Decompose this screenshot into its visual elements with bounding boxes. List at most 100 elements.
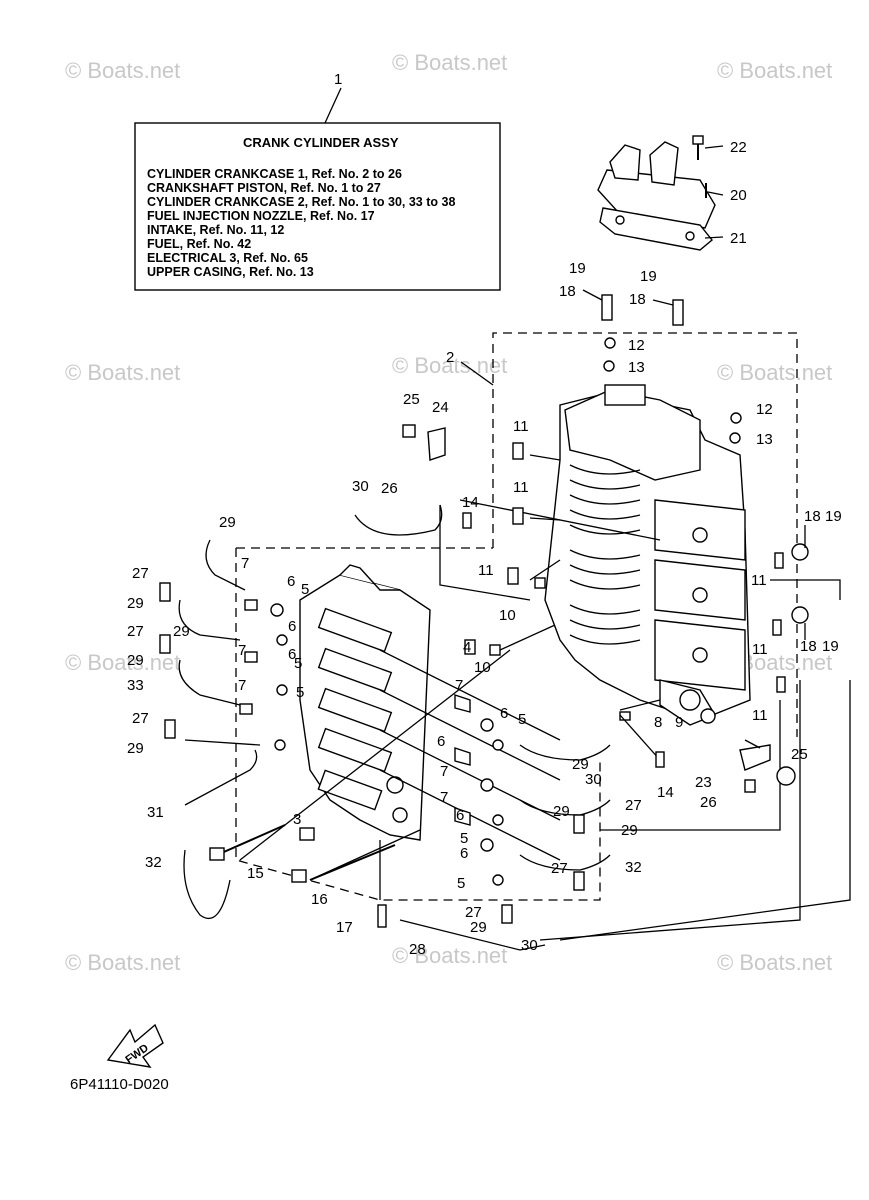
callout-label: 21: [730, 230, 747, 247]
callout-label: 6: [288, 618, 296, 635]
callout-label: 11: [752, 641, 768, 658]
callout-label: 4: [463, 639, 471, 656]
callout-label: 24: [432, 399, 449, 416]
assembly-box-line: CYLINDER CRANKCASE 1, Ref. No. 2 to 26: [147, 167, 402, 181]
callout-label: 5: [518, 711, 526, 728]
callout-label: 29: [621, 822, 638, 839]
callout-label: 32: [145, 854, 162, 871]
callout-label: 13: [628, 359, 645, 376]
callout-label: 19: [822, 638, 839, 655]
callout-label: 5: [294, 655, 302, 672]
assembly-box-line: FUEL INJECTION NOZZLE, Ref. No. 17: [147, 209, 375, 223]
callout-label: 23: [695, 774, 712, 791]
callout-label: 29: [470, 919, 487, 936]
callout-label: 31: [147, 804, 164, 821]
callout-label: 11: [752, 707, 768, 724]
callout-label: 9: [675, 714, 683, 731]
watermark: © Boats.net: [717, 360, 832, 385]
callout-label: 27: [551, 860, 568, 877]
crankcase-half: [299, 564, 431, 841]
assembly-box-line: CRANKSHAFT PISTON, Ref. No. 1 to 27: [147, 181, 381, 195]
callout-label: 29: [127, 595, 144, 612]
callout-label: 30: [585, 771, 602, 788]
group-outlines: [235, 332, 798, 901]
callout-label: 6: [288, 646, 296, 663]
callout-label: 7: [455, 677, 463, 694]
watermark-layer: © Boats.net © Boats.net © Boats.net © Bo…: [65, 50, 832, 975]
callout-label: 33: [127, 677, 144, 694]
watermark: © Boats.net: [65, 650, 180, 675]
callout-label: 19: [825, 508, 842, 525]
callout-label: 11: [513, 418, 529, 435]
callout-label: 28: [409, 941, 426, 958]
callout-label: 27: [625, 797, 642, 814]
callout-label: 30: [352, 478, 369, 495]
callout-label: 22: [730, 139, 747, 156]
callout-label: 7: [241, 555, 249, 572]
callout-label: 11: [751, 572, 767, 589]
callout-label: 6: [500, 705, 508, 722]
callout-layer: 22 20 21 19 19 18 18 12 13 12 13 2 25 24…: [127, 139, 842, 958]
callout-label: 27: [465, 904, 482, 921]
watermark: © Boats.net: [65, 950, 180, 975]
callout-label: 19: [640, 268, 657, 285]
callout-label: 15: [247, 865, 264, 882]
callout-label: 5: [301, 581, 309, 598]
callout-label: 25: [791, 746, 808, 763]
callout-label: 29: [127, 652, 144, 669]
callout-label: 18: [629, 291, 646, 308]
assembly-box-line: ELECTRICAL 3, Ref. No. 65: [147, 251, 308, 265]
callout-label: 18: [559, 283, 576, 300]
callout-label: 29: [219, 514, 236, 531]
callout-label: 11: [513, 479, 529, 496]
callout-label: 26: [700, 794, 717, 811]
callout-label: 29: [572, 756, 589, 773]
callout-label: 7: [440, 763, 448, 780]
callout-label: 5: [460, 830, 468, 847]
callout-label: 29: [173, 623, 190, 640]
callout-label: 32: [625, 859, 642, 876]
watermark: © Boats.net: [392, 943, 507, 968]
watermark: © Boats.net: [392, 50, 507, 75]
callout-label: 14: [657, 784, 674, 801]
cover-plate: [597, 135, 716, 251]
assembly-box: 1 CRANK CYLINDER ASSY CYLINDER CRANKCASE…: [134, 71, 501, 291]
callout-label: 18: [800, 638, 817, 655]
callout-label: 10: [474, 659, 491, 676]
watermark: © Boats.net: [392, 353, 507, 378]
callout-label: 16: [311, 891, 328, 908]
assembly-box-line: UPPER CASING, Ref. No. 13: [147, 265, 314, 279]
small-parts: [159, 294, 809, 928]
assembly-box-line: CYLINDER CRANKCASE 2, Ref. No. 1 to 30, …: [147, 195, 455, 209]
callout-label: 7: [440, 789, 448, 806]
watermark: © Boats.net: [65, 58, 180, 83]
callout-label: 25: [403, 391, 420, 408]
callout-label: 6: [437, 733, 445, 750]
callout-label: 18: [804, 508, 821, 525]
callout-label: 26: [381, 480, 398, 497]
watermark: © Boats.net: [717, 950, 832, 975]
callout-label: 27: [132, 565, 149, 582]
assembly-box-line: INTAKE, Ref. No. 11, 12: [147, 223, 284, 237]
drawing-code: 6P41110-D020: [70, 1076, 169, 1093]
callout-label: 6: [456, 807, 464, 824]
callout-label: 7: [238, 677, 246, 694]
callout-label: 29: [553, 803, 570, 820]
crankcase-block: [544, 384, 751, 726]
callout-label: 11: [478, 562, 494, 579]
callout-label: 1: [334, 71, 342, 88]
callout-label: 29: [127, 740, 144, 757]
callout-label: 8: [654, 714, 662, 731]
callout-label: 6: [460, 845, 468, 862]
hoses: [178, 504, 851, 951]
callout-label: 3: [293, 811, 301, 828]
callout-label: 27: [132, 710, 149, 727]
callout-label: 30: [521, 937, 538, 954]
fwd-arrow: FWD: [106, 1023, 164, 1068]
callout-label: 19: [569, 260, 586, 277]
callout-label: 13: [756, 431, 773, 448]
assembly-box-line: FUEL, Ref. No. 42: [147, 237, 251, 251]
callout-label: 6: [287, 573, 295, 590]
callout-label: 12: [628, 337, 645, 354]
